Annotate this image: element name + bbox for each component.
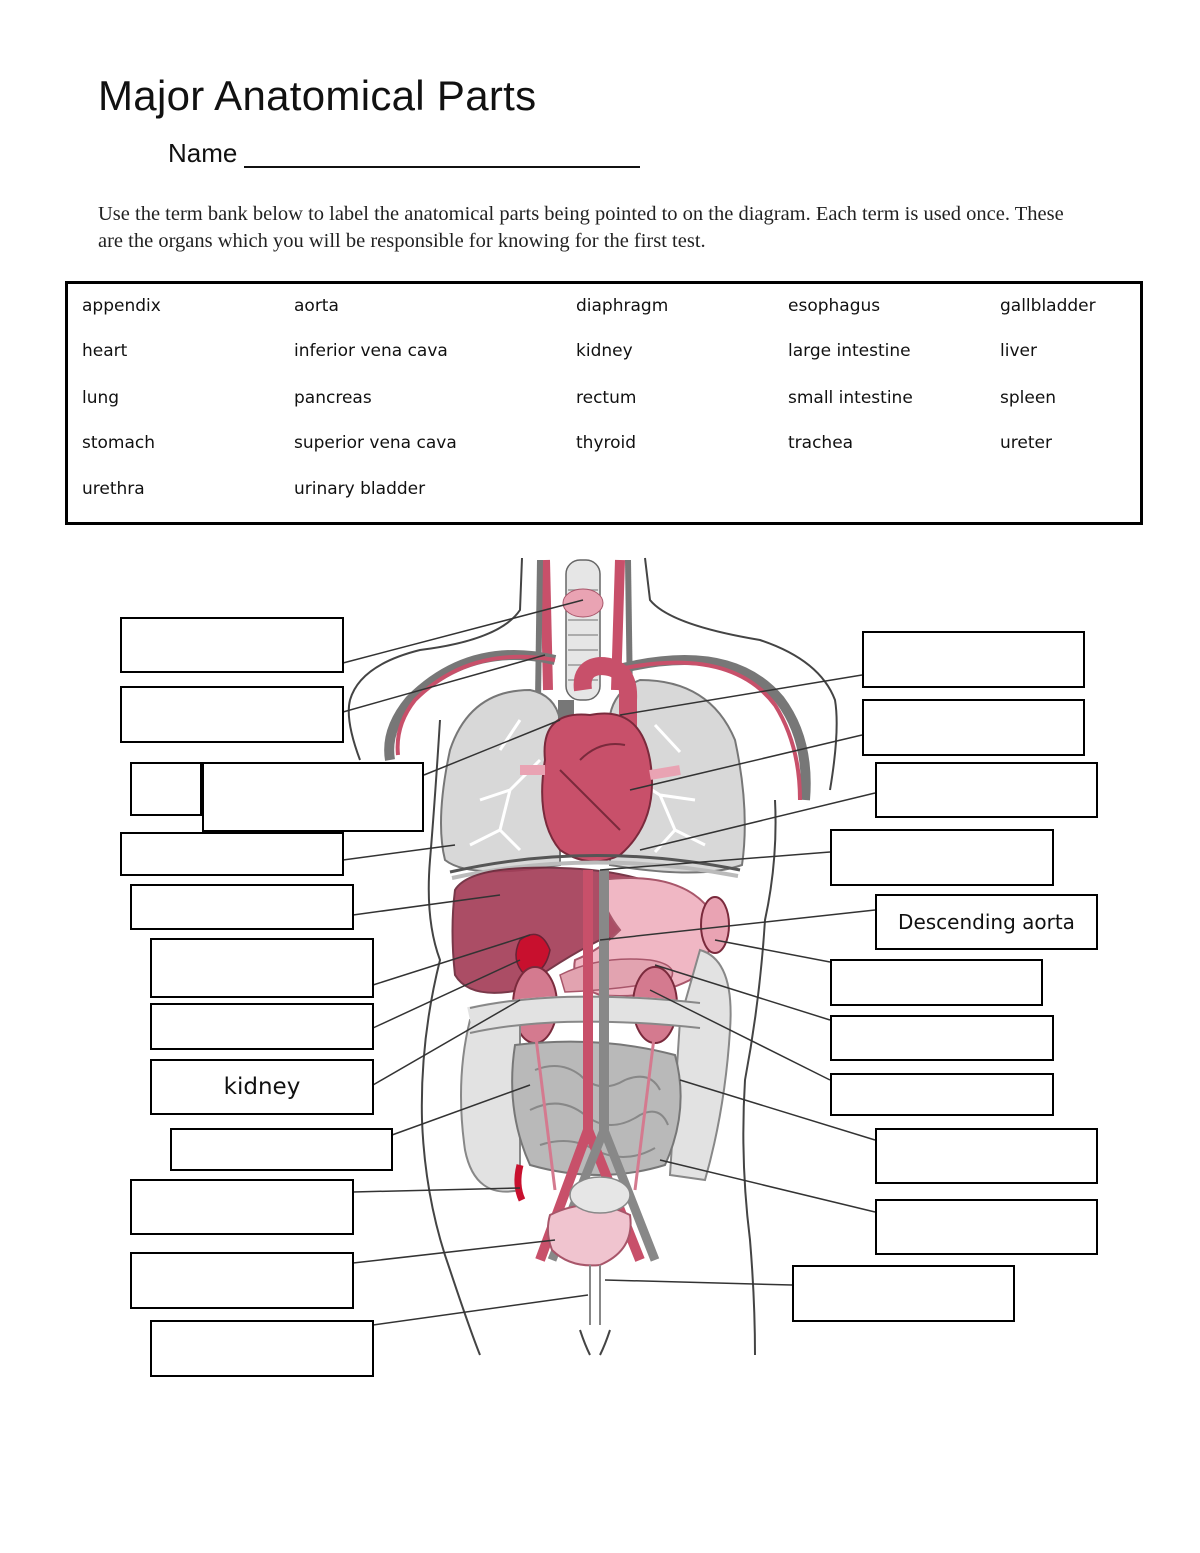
rectum-illustration (569, 1176, 631, 1214)
label-box-esophagus[interactable] (862, 699, 1085, 756)
term-kidney: kidney (576, 341, 633, 361)
term-large-intestine: large intestine (788, 341, 911, 361)
term-appendix: appendix (82, 296, 161, 316)
label-box-small-intestine[interactable] (875, 1128, 1098, 1184)
body-outline (347, 557, 838, 1356)
spleen-illustration (700, 896, 730, 954)
name-label: Name (168, 138, 238, 168)
urethra-illustration (589, 1265, 601, 1325)
label-box-stomach[interactable] (830, 1015, 1054, 1061)
label-box-superior-vena-cava[interactable] (202, 762, 424, 832)
term-liver: liver (1000, 341, 1037, 361)
term-ureter: ureter (1000, 433, 1052, 453)
anatomy-diagram (342, 557, 876, 1356)
label-box-rectum[interactable] (130, 1252, 354, 1309)
term-superior-vena-cava: superior vena cava (294, 433, 457, 453)
term-spleen: spleen (1000, 388, 1057, 408)
label-box-large-intestine[interactable] (170, 1128, 393, 1171)
label-box-urinary-bladder[interactable] (792, 1265, 1015, 1322)
diaphragm-illustration (449, 854, 741, 874)
term-rectum: rectum (576, 388, 637, 408)
urinary-bladder-illustration (546, 1204, 632, 1267)
instructions-text: Use the term bank below to label the ana… (98, 203, 1064, 252)
term-stomach: stomach (82, 433, 156, 453)
term-aorta: aorta (294, 296, 339, 316)
term-urinary-bladder: urinary bladder (294, 479, 426, 499)
label-box-lung[interactable] (120, 832, 344, 876)
term-diaphragm: diaphragm (576, 296, 669, 316)
label-box-right-lung[interactable] (830, 829, 1054, 886)
label-box-kidney[interactable]: kidney (150, 1059, 374, 1115)
term-trachea: trachea (788, 433, 854, 453)
label-box-aorta[interactable] (862, 631, 1085, 688)
label-box-urethra[interactable] (150, 1320, 374, 1377)
label-box-pancreas[interactable] (830, 1073, 1054, 1116)
name-input-line[interactable] (244, 166, 640, 168)
pointer-lines (342, 599, 876, 1326)
heart-illustration (520, 656, 681, 863)
term-esophagus: esophagus (788, 296, 881, 316)
worksheet-title: Major Anatomical Parts (98, 72, 537, 119)
term-heart: heart (82, 341, 128, 361)
appendix-illustration (514, 1164, 526, 1202)
term-pancreas: pancreas (294, 388, 372, 408)
label-box-descending-aorta[interactable]: Descending aorta (875, 894, 1098, 950)
term-gallbladder: gallbladder (1000, 296, 1096, 316)
thyroid-illustration (562, 588, 604, 618)
label-box-liver[interactable] (150, 938, 374, 998)
label-box-left-small[interactable] (130, 762, 202, 816)
large-intestine-illustration (460, 1019, 521, 1193)
term-lung: lung (82, 388, 120, 408)
term-thyroid: thyroid (576, 433, 637, 453)
term-small-intestine: small intestine (788, 388, 913, 408)
label-box-diaphragm[interactable] (130, 884, 354, 930)
label-box-ureter[interactable] (875, 1199, 1098, 1255)
term-bank: appendix aorta diaphragm esophagus gallb… (65, 281, 1143, 525)
term-urethra: urethra (82, 479, 145, 499)
label-box-spleen[interactable] (830, 959, 1043, 1006)
label-box-gallbladder[interactable] (150, 1003, 374, 1050)
label-box-heart[interactable] (875, 762, 1098, 818)
label-box-appendix[interactable] (130, 1179, 354, 1235)
label-box-thyroid[interactable] (120, 617, 344, 673)
term-inferior-vena-cava: inferior vena cava (294, 341, 448, 361)
label-box-trachea[interactable] (120, 686, 344, 743)
